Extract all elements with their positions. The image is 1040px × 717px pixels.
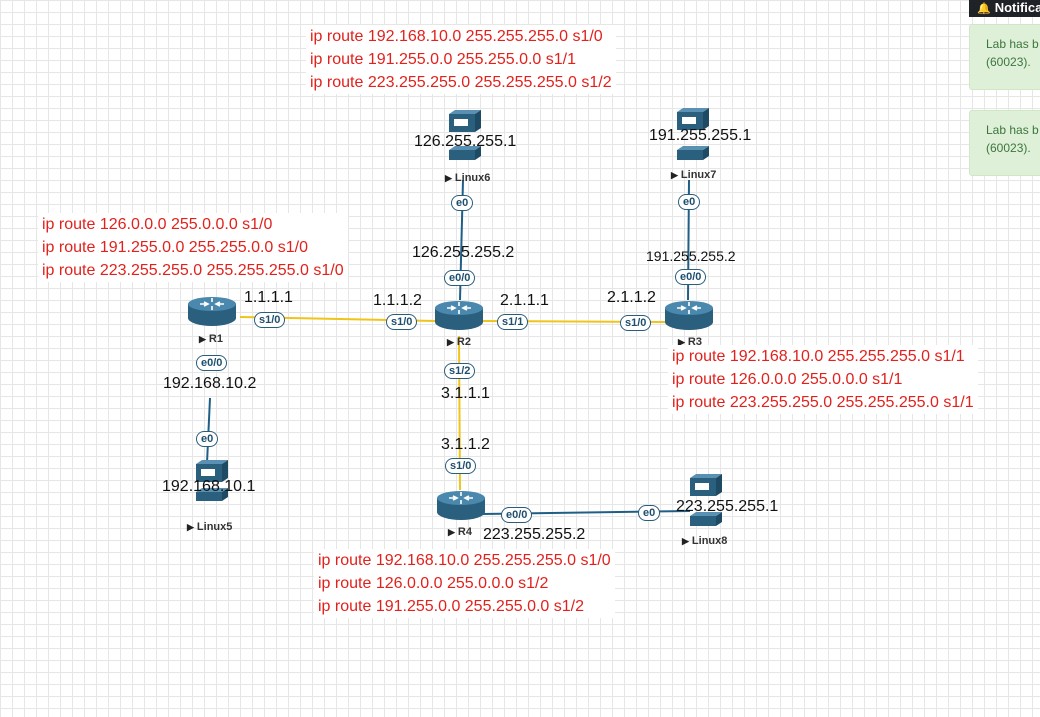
route-line: ip route 223.255.255.0 255.255.255.0 s1/…: [310, 74, 612, 91]
notification-text: Lab has b: [986, 37, 1039, 51]
notification-text: Lab has b: [986, 123, 1039, 137]
ip-r2-s1-0: 1.1.1.2: [373, 292, 422, 309]
interface-r2-s1-2[interactable]: s1/2: [444, 363, 476, 379]
notification-item[interactable]: Lab has b (60023).: [969, 24, 1040, 90]
ip-linux8: 223.255.255.1: [676, 498, 779, 515]
router-icon: [437, 491, 485, 520]
ip-linux6: 126.255.255.1: [414, 133, 517, 150]
ethernet-link-r1-linux5[interactable]: [206, 397, 211, 464]
ip-r4-s1-0: 3.1.1.2: [441, 436, 490, 453]
route-line: ip route 191.255.0.0 255.255.0.0 s1/0: [42, 239, 308, 256]
router-r3[interactable]: [663, 300, 715, 332]
route-line: ip route 126.0.0.0 255.0.0.0 s1/0: [42, 216, 273, 233]
route-line: ip route 126.0.0.0 255.0.0.0 s1/2: [318, 575, 549, 592]
host-linux8[interactable]: [686, 472, 724, 530]
notification-code: (60023).: [986, 55, 1031, 69]
notifications-title: Notifica: [994, 0, 1040, 15]
ip-r3-s1-0: 2.1.1.2: [607, 289, 656, 306]
play-triangle-icon[interactable]: ▶: [682, 536, 689, 546]
ip-r1-e0-0: 192.168.10.2: [163, 375, 257, 392]
play-triangle-icon[interactable]: ▶: [445, 173, 452, 183]
router-r4[interactable]: [435, 490, 487, 522]
router-r2[interactable]: [433, 300, 485, 332]
router-r1[interactable]: [186, 296, 238, 328]
router-icon: [435, 301, 483, 330]
ip-r3-e0-0: 191.255.255.2: [646, 248, 736, 264]
play-triangle-icon[interactable]: ▶: [447, 337, 454, 347]
interface-r3-e0-0[interactable]: e0/0: [675, 269, 707, 285]
interface-r4-e0-0[interactable]: e0/0: [501, 507, 533, 523]
interface-r2-e0-0[interactable]: e0/0: [444, 270, 476, 286]
device-label-linux5[interactable]: ▶Linux5: [187, 521, 232, 534]
notification-item[interactable]: Lab has b (60023).: [969, 110, 1040, 176]
device-name: Linux6: [454, 172, 491, 184]
server-icon: [196, 460, 228, 501]
router-icon: [665, 301, 713, 330]
router-icon: [188, 297, 236, 326]
device-label-linux6[interactable]: ▶Linux6: [445, 172, 490, 185]
play-triangle-icon[interactable]: ▶: [199, 334, 206, 344]
host-linux5[interactable]: [192, 458, 230, 510]
ip-linux5: 192.168.10.1: [162, 478, 256, 495]
interface-r3-s1-0[interactable]: s1/0: [620, 315, 652, 331]
device-name: R4: [457, 526, 472, 538]
route-line: ip route 192.168.10.0 255.255.255.0 s1/1: [672, 348, 965, 365]
host-linux7[interactable]: [673, 106, 711, 164]
device-name: Linux7: [680, 169, 717, 181]
interface-r1-e0-0[interactable]: e0/0: [196, 355, 228, 371]
interface-r4-s1-0[interactable]: s1/0: [445, 458, 477, 474]
device-name: R2: [456, 336, 471, 348]
device-label-r4[interactable]: ▶R4: [448, 526, 472, 539]
interface-r1-s1-0[interactable]: s1/0: [254, 312, 286, 328]
interface-linux8-e0[interactable]: e0: [638, 505, 661, 521]
route-line: ip route 191.255.0.0 255.255.0.0 s1/2: [318, 598, 584, 615]
ip-r2-e0-0: 126.255.255.2: [412, 244, 515, 261]
server-icon: [677, 108, 709, 160]
server-icon: [449, 110, 481, 160]
route-line: ip route 192.168.10.0 255.255.255.0 s1/0: [310, 28, 603, 45]
notification-code: (60023).: [986, 141, 1031, 155]
device-label-linux8[interactable]: ▶Linux8: [682, 535, 727, 548]
device-label-linux7[interactable]: ▶Linux7: [671, 169, 716, 182]
play-triangle-icon[interactable]: ▶: [448, 527, 455, 537]
route-note-r4: ip route 192.168.10.0 255.255.255.0 s1/0…: [314, 549, 615, 618]
host-linux6[interactable]: [445, 108, 483, 166]
route-line: ip route 191.255.0.0 255.255.0.0 s1/1: [310, 51, 576, 68]
interface-r2-s1-1[interactable]: s1/1: [497, 314, 529, 330]
route-note-r2: ip route 192.168.10.0 255.255.255.0 s1/0…: [306, 25, 616, 94]
route-note-r1: ip route 126.0.0.0 255.0.0.0 s1/0 ip rou…: [38, 213, 348, 282]
device-name: Linux8: [691, 535, 728, 547]
device-name: R1: [208, 333, 223, 345]
interface-linux7-e0[interactable]: e0: [678, 194, 701, 210]
route-line: ip route 223.255.255.0 255.255.255.0 s1/…: [672, 394, 974, 411]
device-label-r1[interactable]: ▶R1: [199, 333, 223, 346]
ip-r4-e0-0: 223.255.255.2: [483, 526, 586, 543]
ip-r2-s1-2: 3.1.1.1: [441, 385, 490, 402]
route-line: ip route 223.255.255.0 255.255.255.0 s1/…: [42, 262, 344, 279]
device-label-r2[interactable]: ▶R2: [447, 336, 471, 349]
play-triangle-icon[interactable]: ▶: [678, 337, 685, 347]
play-triangle-icon[interactable]: ▶: [671, 170, 678, 180]
play-triangle-icon[interactable]: ▶: [187, 522, 194, 532]
notifications-header[interactable]: 🔔Notifica: [969, 0, 1040, 17]
server-icon: [690, 474, 722, 526]
interface-linux6-e0[interactable]: e0: [451, 195, 474, 211]
route-line: ip route 192.168.10.0 255.255.255.0 s1/0: [318, 552, 611, 569]
bell-icon: 🔔: [977, 3, 991, 15]
ip-linux7: 191.255.255.1: [649, 127, 752, 144]
interface-linux5-e0[interactable]: e0: [196, 431, 219, 447]
route-line: ip route 126.0.0.0 255.0.0.0 s1/1: [672, 371, 903, 388]
route-note-r3: ip route 192.168.10.0 255.255.255.0 s1/1…: [668, 345, 978, 414]
device-name: Linux5: [196, 521, 233, 533]
interface-r2-s1-0[interactable]: s1/0: [386, 314, 418, 330]
ip-r1-s1-0: 1.1.1.1: [244, 289, 293, 306]
ip-r2-s1-1: 2.1.1.1: [500, 292, 549, 309]
